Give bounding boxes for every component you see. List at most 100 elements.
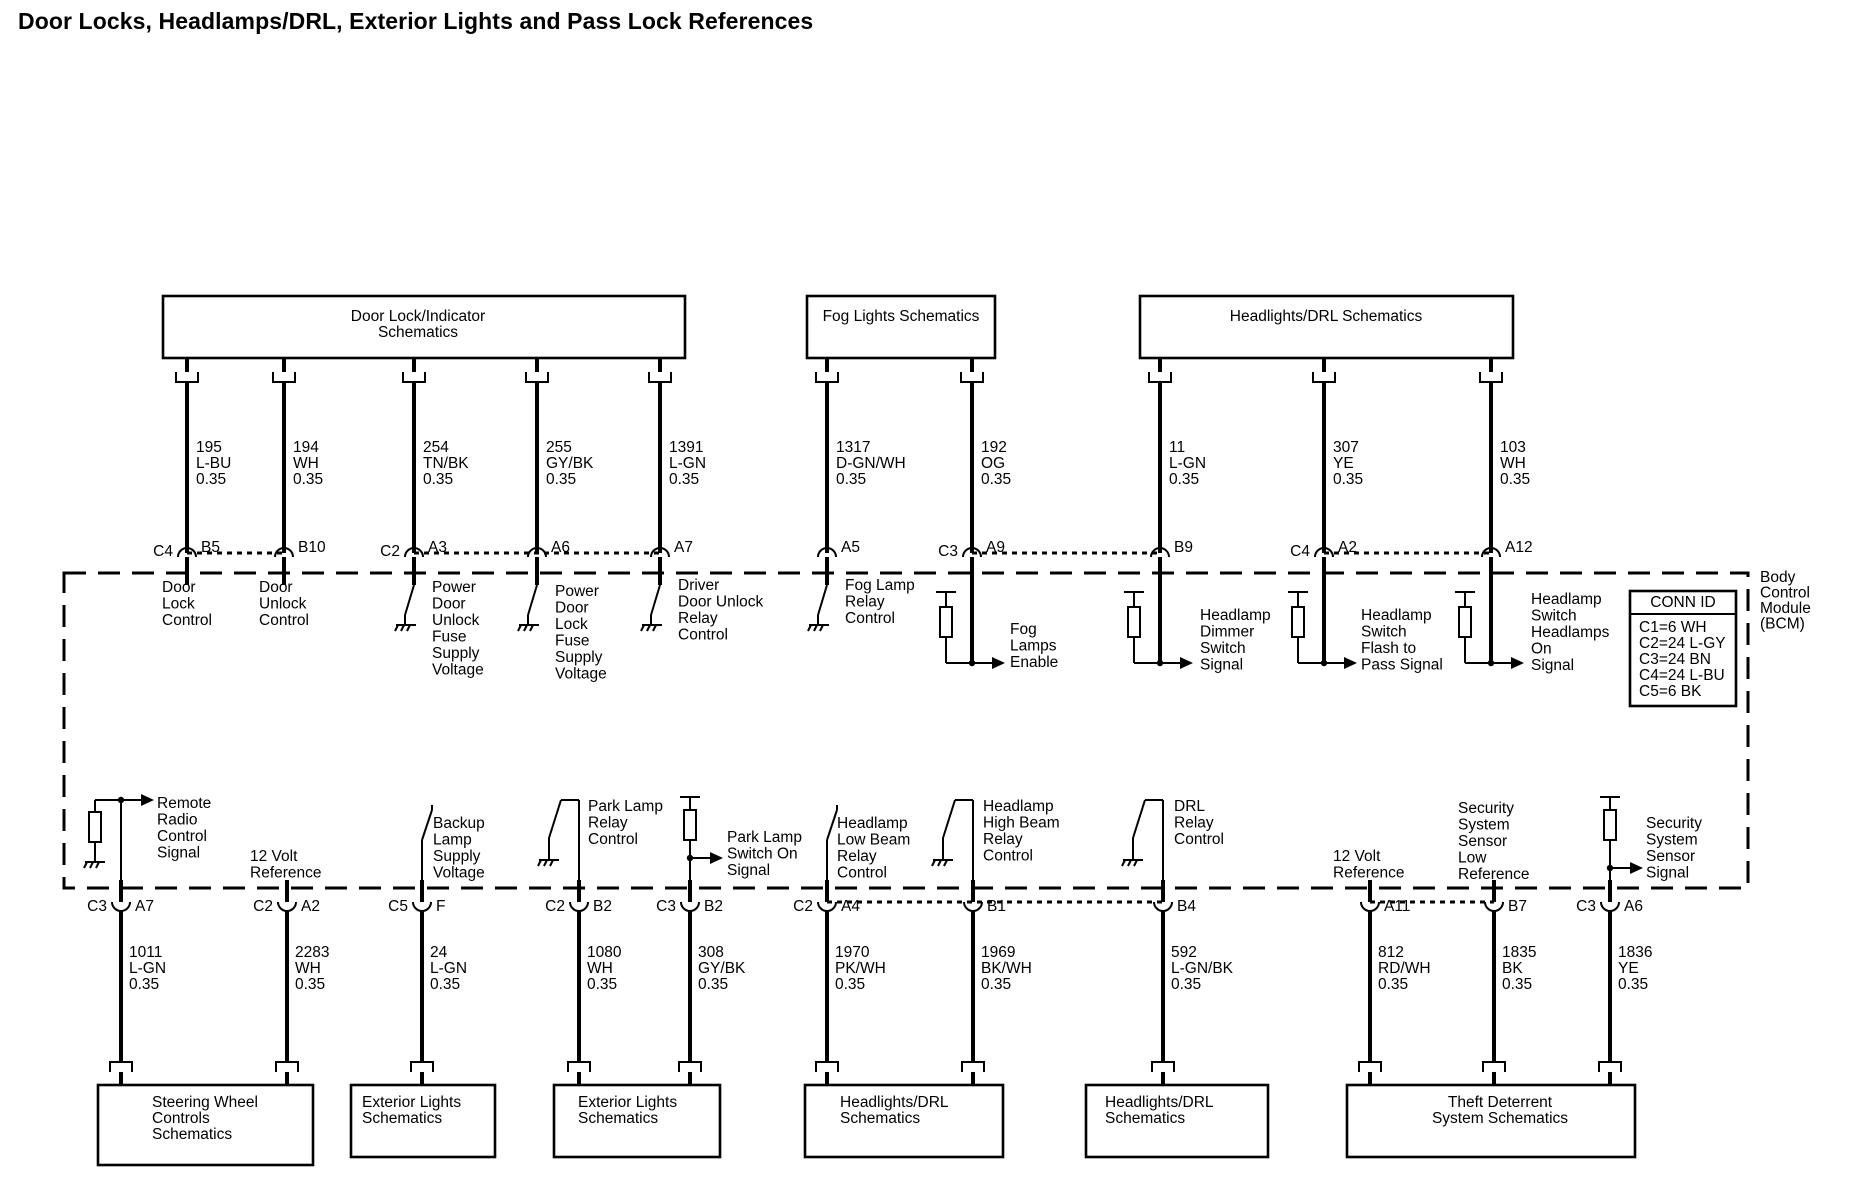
pin-function-label: Park Lamp xyxy=(727,829,802,846)
pin-function-label: Security xyxy=(1646,815,1702,832)
wire-color: WH xyxy=(293,455,319,472)
terminal-bracket-icon xyxy=(815,1061,839,1072)
connector-terminal-icon xyxy=(177,547,197,558)
pin-function-label: Low xyxy=(1458,850,1487,867)
schematic-reference-box xyxy=(96,1083,315,1167)
pin-id: B10 xyxy=(298,539,326,556)
terminal-bracket-icon xyxy=(402,372,426,383)
wire-gauge: 0.35 xyxy=(430,976,460,993)
schematic-reference-box xyxy=(161,294,687,360)
ground-hatch xyxy=(523,624,528,632)
signal-arrow-icon xyxy=(141,794,154,806)
circuit-number: 1970 xyxy=(835,944,870,961)
bcm-outline xyxy=(62,571,1750,890)
circuit-number: 1011 xyxy=(129,944,162,961)
terminal-bracket-icon xyxy=(1598,1061,1622,1072)
pin-function-label: System xyxy=(1458,817,1510,834)
wire-gauge: 0.35 xyxy=(546,471,576,488)
bcm-label: Module xyxy=(1760,600,1811,617)
switch-blade-icon xyxy=(826,809,838,841)
resistor-icon xyxy=(939,606,953,638)
wire-color: D-GN/WH xyxy=(836,455,906,472)
junction-dot xyxy=(968,659,976,667)
pin-function-label: Lock xyxy=(555,616,588,633)
wire-color: RD/WH xyxy=(1378,960,1431,977)
circuit-number: 1835 xyxy=(1502,944,1536,961)
ground-hatch xyxy=(937,859,942,867)
connector-terminal-icon xyxy=(111,901,131,912)
resistor-icon xyxy=(1458,606,1472,638)
pin-function-label: Door xyxy=(432,596,466,613)
terminal-bracket-icon xyxy=(1482,1061,1506,1072)
pin-function-label: High Beam xyxy=(983,815,1060,832)
pin-function-label: Fog Lamp xyxy=(845,577,915,594)
terminal-bracket-icon xyxy=(960,372,984,383)
pin-function-label: Relay xyxy=(837,848,877,865)
pin-function-label: Headlamps xyxy=(1531,624,1610,641)
connector-id: C2 xyxy=(380,543,400,560)
wire-color: L-GN xyxy=(430,960,467,977)
ground-hatch xyxy=(1121,859,1126,867)
schematic-reference-box xyxy=(803,1083,1005,1159)
wire-gauge: 0.35 xyxy=(293,471,323,488)
pin-function-label: Control xyxy=(157,828,207,845)
terminal-bracket-icon xyxy=(272,372,296,383)
pin-function-label: Signal xyxy=(1200,657,1243,674)
pin-function-label: Control xyxy=(162,612,212,629)
pin-id: A6 xyxy=(551,539,570,556)
terminal-bracket-icon xyxy=(175,372,199,383)
signal-arrow-icon xyxy=(1180,657,1193,669)
pin-id: A11 xyxy=(1384,898,1410,915)
circuit-number: 254 xyxy=(423,439,449,456)
pin-function-label: Fuse xyxy=(555,633,589,650)
resistor-icon xyxy=(1127,606,1141,638)
switch-blade-icon xyxy=(421,809,433,841)
schematic-reference-label: Steering Wheel xyxy=(152,1094,258,1111)
circuit-number: 103 xyxy=(1500,439,1526,456)
schematic-reference-box xyxy=(1084,1083,1270,1159)
wire-gauge: 0.35 xyxy=(1169,471,1199,488)
connector-id: C3 xyxy=(1576,898,1596,915)
junction-dot xyxy=(1487,659,1495,667)
pin-function-label: Headlamp xyxy=(1361,607,1432,624)
pin-function-label: Relay xyxy=(588,815,628,832)
wire-gauge: 0.35 xyxy=(698,976,728,993)
terminal-bracket-icon xyxy=(648,372,672,383)
signal-arrow-icon xyxy=(1630,862,1643,874)
pin-function-label: Dimmer xyxy=(1200,624,1254,641)
ground-hatch xyxy=(652,624,657,632)
pin-id: A4 xyxy=(841,898,860,915)
connector-terminal-icon xyxy=(569,901,589,912)
pin-function-label: Door xyxy=(162,579,196,596)
schematic-reference-label: Fog Lights Schematics xyxy=(823,308,980,325)
bcm-label: (BCM) xyxy=(1760,616,1805,633)
pin-function-label: Security xyxy=(1458,800,1514,817)
switch-blade-icon xyxy=(548,799,562,839)
pin-function-label: Voltage xyxy=(433,865,485,882)
schematic-reference-label: Controls xyxy=(152,1110,210,1127)
pin-function-label: Control xyxy=(588,831,638,848)
pin-function-label: Power xyxy=(432,579,476,596)
connector-terminal-icon xyxy=(412,901,432,912)
terminal-bracket-icon xyxy=(678,1061,702,1072)
circuit-number: 308 xyxy=(698,944,724,961)
connector-id: C2 xyxy=(253,898,273,915)
terminal-bracket-icon xyxy=(275,1061,299,1072)
connector-terminal-icon xyxy=(404,547,424,558)
pin-function-label: 12 Volt xyxy=(250,848,298,865)
circuit-number: 195 xyxy=(196,439,222,456)
wire-color: L-BU xyxy=(196,455,231,472)
pin-function-label: Control xyxy=(678,627,728,644)
schematic-reference-label: Schematics xyxy=(152,1126,232,1143)
pin-function-label: Power xyxy=(555,583,599,600)
wire-gauge: 0.35 xyxy=(423,471,453,488)
wire-gauge: 0.35 xyxy=(1171,976,1201,993)
pin-function-label: Control xyxy=(1174,831,1224,848)
pin-function-label: Relay xyxy=(1174,815,1214,832)
schematic-reference-label: Schematics xyxy=(1105,1110,1185,1127)
circuit-number: 1391 xyxy=(669,439,703,456)
pin-id: A12 xyxy=(1505,539,1533,556)
pin-function-label: Signal xyxy=(1531,657,1574,674)
resistor-icon xyxy=(683,809,697,841)
